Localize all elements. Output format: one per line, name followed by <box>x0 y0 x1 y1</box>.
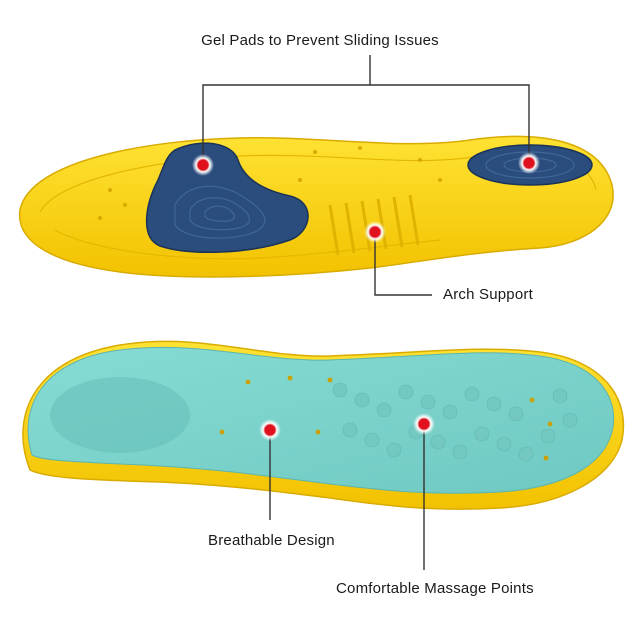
gel-pads-leader <box>202 84 530 165</box>
arch-ribs <box>328 194 420 256</box>
massage-points-label: Comfortable Massage Points <box>336 580 534 597</box>
gel-pads-label: Gel Pads to Prevent Sliding Issues <box>201 32 439 49</box>
arch-support-leader <box>374 232 432 296</box>
massage-point-pattern <box>332 382 578 462</box>
insole-top-fabric <box>27 346 615 494</box>
breathable-holes <box>219 375 553 461</box>
gel-pad-forefoot <box>145 142 309 253</box>
breathable-design-label: Breathable Design <box>208 532 335 549</box>
insole-top-view <box>22 340 625 510</box>
insole-bottom-view <box>18 135 614 278</box>
arch-support-label: Arch Support <box>443 286 533 303</box>
callout-markers <box>192 152 540 441</box>
callout-leader-lines <box>202 55 530 570</box>
